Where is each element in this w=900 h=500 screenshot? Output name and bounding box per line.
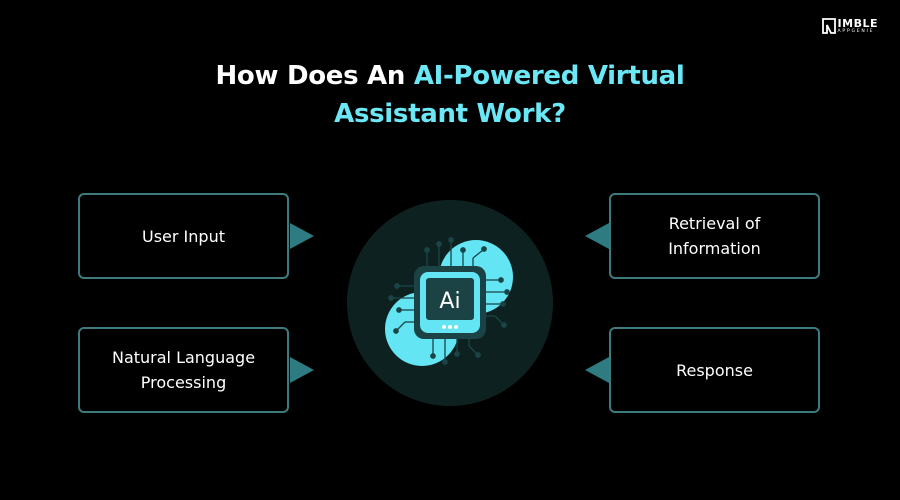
ai-chip-icon: Ai (347, 200, 553, 406)
logo-wordmark: IMBLE (837, 17, 878, 30)
page-title: How Does An AI-Powered Virtual Assistant… (0, 57, 900, 133)
step-label: Response (676, 360, 753, 380)
title-highlight-line1: AI-Powered Virtual (413, 61, 685, 91)
nimble-appgenie-logo: IMBLE APPGENIE (821, 17, 878, 35)
arrow-pointer-icon (290, 357, 314, 383)
step-label: Natural Language Processing (111, 348, 256, 392)
arrow-pointer-icon (585, 223, 609, 249)
arrow-pointer-icon (585, 357, 609, 383)
step-label: User Input (142, 226, 225, 246)
title-highlight-line2: Assistant Work? (334, 99, 566, 129)
ai-hub: Ai (347, 200, 553, 406)
step-box-user-input: User Input (78, 193, 289, 279)
arrow-pointer-icon (290, 223, 314, 249)
ai-label: Ai (439, 289, 460, 314)
chip-screen (426, 278, 474, 320)
step-label: Retrieval of Information (668, 214, 761, 258)
step-box-retrieval: Retrieval of Information (609, 193, 820, 279)
chip-dot (442, 325, 446, 329)
chip-dot (448, 325, 452, 329)
circuit-lines (388, 237, 510, 365)
chip-dot (454, 325, 458, 329)
step-box-response: Response (609, 327, 820, 413)
logo-subtext: APPGENIE (837, 29, 875, 34)
title-part-white: How Does An (215, 61, 414, 91)
step-box-nlp: Natural Language Processing (78, 327, 289, 413)
n-logo-icon (821, 18, 836, 35)
